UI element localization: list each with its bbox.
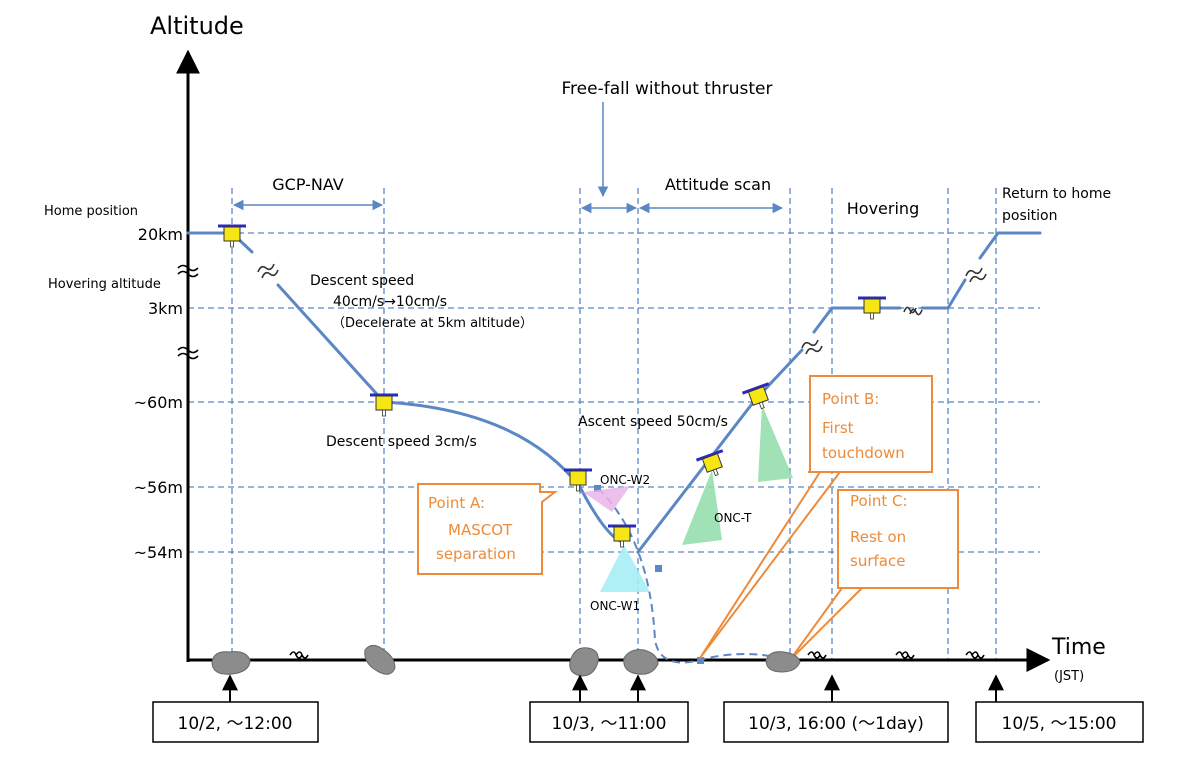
home-position-note: Home position bbox=[44, 204, 138, 219]
time-box-1-text: 10/2, ～12:00 bbox=[178, 714, 293, 734]
ascent-speed: Ascent speed 50cm/s bbox=[578, 414, 728, 430]
time-box-4-text: 10/5, ～15:00 bbox=[1002, 714, 1117, 734]
callout-point-b: Point B: First touchdown bbox=[699, 375, 933, 659]
callout-point-c-line2: Rest on bbox=[850, 528, 906, 546]
trajectory-breaks bbox=[257, 263, 987, 355]
onc-w1-cone bbox=[600, 545, 650, 592]
trajectory-descent-1 bbox=[276, 283, 386, 404]
time-box-3: 10/3, 16:00 (～1day) bbox=[723, 701, 949, 743]
hovering-label: Hovering bbox=[847, 199, 919, 218]
altitude-tick-60m: ~60m bbox=[134, 393, 183, 412]
callout-point-b-line1: Point B: bbox=[822, 390, 879, 408]
time-box-4: 10/5, ～15:00 bbox=[975, 701, 1144, 743]
trajectory-descent-2 bbox=[382, 400, 582, 489]
y-axis-label: Altitude bbox=[150, 12, 244, 40]
return-label-line2: position bbox=[1002, 208, 1057, 224]
spacecraft-icon-60m bbox=[368, 393, 400, 418]
trajectory-ascent-2 bbox=[812, 306, 902, 334]
asteroid-icon-4 bbox=[623, 649, 659, 675]
y-axis-breaks bbox=[177, 264, 199, 360]
time-box-3-text: 10/3, 16:00 (～1day) bbox=[748, 714, 924, 734]
mascot-marker-2 bbox=[655, 565, 662, 572]
onc-w2-label: ONC-W2 bbox=[600, 473, 650, 487]
time-markers bbox=[222, 674, 1004, 702]
onc-w1-label: ONC-W1 bbox=[590, 599, 640, 613]
trajectory-hover-end bbox=[920, 278, 967, 310]
gcp-nav-label: GCP-NAV bbox=[272, 175, 344, 194]
asteroid-icon-3 bbox=[569, 647, 599, 677]
callout-point-a-line1: Point A: bbox=[428, 494, 485, 512]
callout-point-a-line2: MASCOT bbox=[448, 521, 513, 539]
asteroid-icon-5 bbox=[765, 651, 801, 673]
callout-point-a-line3: separation bbox=[436, 545, 516, 563]
asteroid-icons bbox=[211, 644, 801, 677]
time-box-2-text: 10/3, ～11:00 bbox=[552, 714, 667, 734]
onc-t-cone-2 bbox=[758, 405, 793, 482]
onc-t-cone-1 bbox=[682, 470, 722, 545]
altitude-tick-20km: 20km bbox=[138, 225, 183, 244]
mascot-marker-1 bbox=[594, 485, 601, 492]
x-axis-unit: (JST) bbox=[1054, 669, 1084, 684]
return-label-line1: Return to home bbox=[1002, 186, 1111, 202]
descent-speed-1-line1: Descent speed bbox=[310, 273, 414, 289]
altitude-tick-54m: ~54m bbox=[134, 543, 183, 562]
altitude-tick-3km: 3km bbox=[148, 299, 183, 318]
time-box-2: 10/3, ～11:00 bbox=[529, 701, 689, 743]
mascot-marker-3 bbox=[697, 657, 704, 664]
mascot-fall-path bbox=[597, 487, 789, 664]
attitude-scan-label: Attitude scan bbox=[665, 175, 771, 194]
freefall-label: Free-fall without thruster bbox=[562, 79, 773, 99]
altitude-tick-56m: ~56m bbox=[134, 478, 183, 497]
callout-point-c: Point C: Rest on surface bbox=[789, 489, 959, 661]
time-box-1: 10/2, ～12:00 bbox=[152, 701, 319, 743]
callout-point-c-line1: Point C: bbox=[850, 492, 908, 510]
callout-point-a: Point A: MASCOT separation bbox=[417, 483, 558, 575]
asteroid-icon-1 bbox=[211, 651, 251, 675]
spacecraft-icon-ascent-1 bbox=[694, 449, 732, 482]
onc-t-label: ONC-T bbox=[714, 511, 752, 525]
trajectory-home-hold bbox=[186, 231, 254, 254]
descent-speed-1-line3: （Decelerate at 5km altitude） bbox=[332, 316, 533, 331]
hovering-altitude-note: Hovering altitude bbox=[48, 277, 161, 292]
callout-point-b-line2: First bbox=[822, 419, 854, 437]
callout-point-c-line3: surface bbox=[850, 552, 905, 570]
x-axis-breaks bbox=[289, 651, 985, 659]
x-axis-label: Time bbox=[1051, 635, 1106, 660]
trajectory-return bbox=[978, 231, 1042, 260]
asteroid-icon-2 bbox=[364, 644, 396, 675]
callout-point-b-line3: touchdown bbox=[822, 444, 905, 462]
descent-speed-1-line2: 40cm/s→10cm/s bbox=[333, 294, 447, 310]
descent-speed-2: Descent speed 3cm/s bbox=[326, 434, 477, 450]
onc-w2-cone bbox=[583, 486, 630, 512]
